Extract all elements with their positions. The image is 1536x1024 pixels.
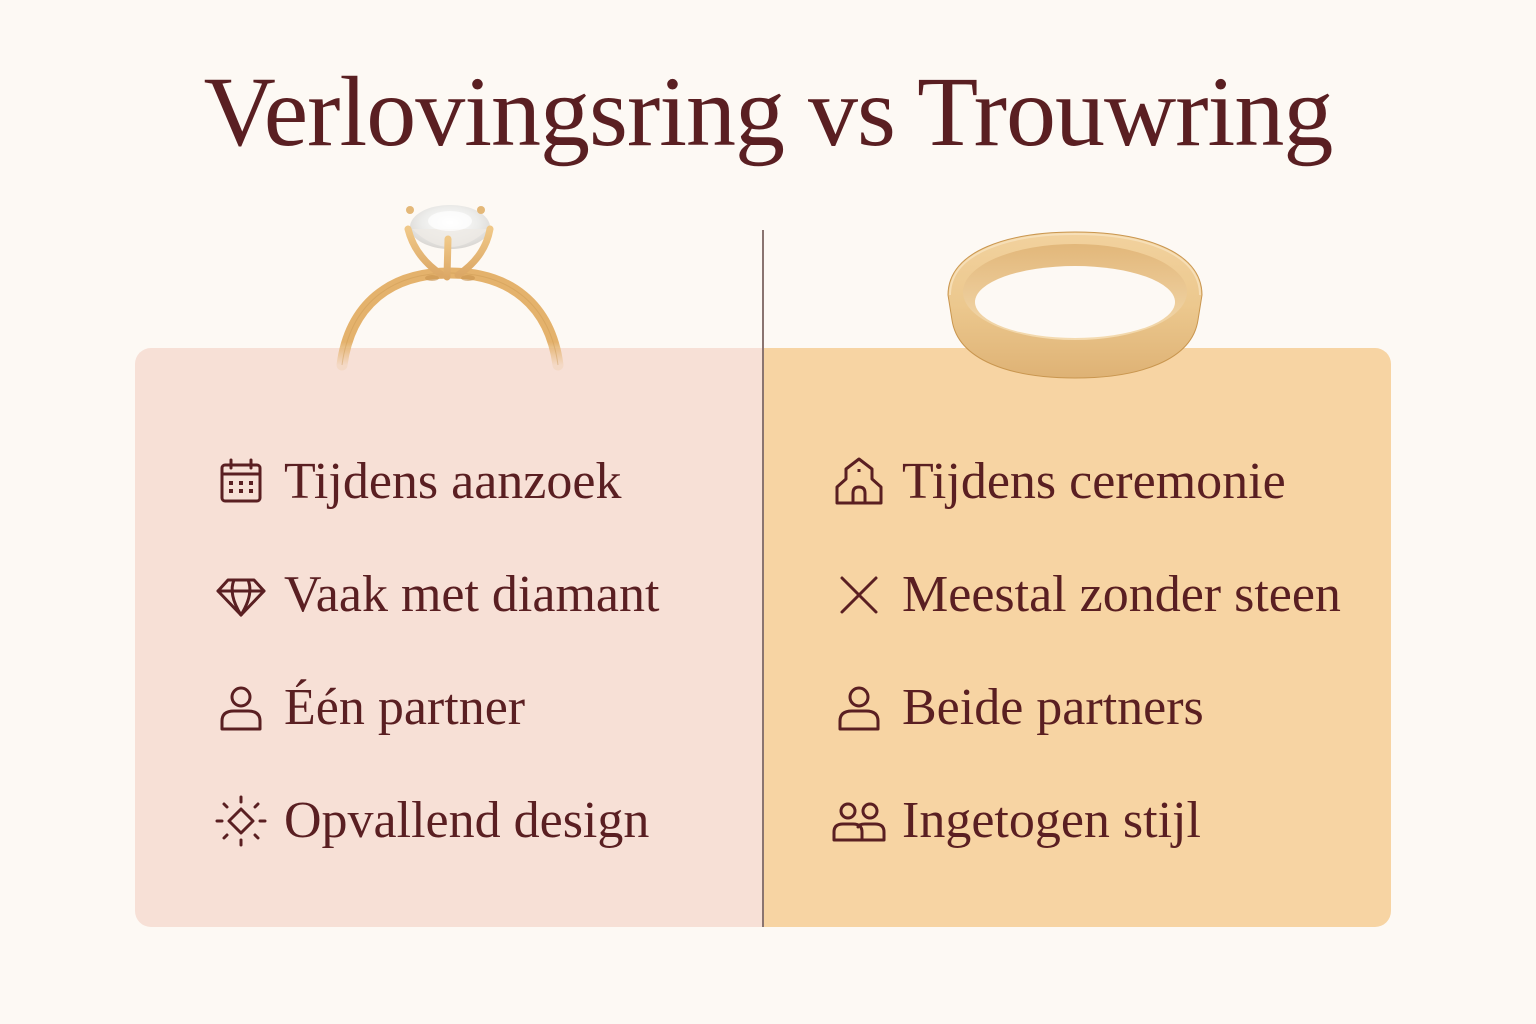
item-label: Meestal zonder steen (902, 566, 1341, 623)
engagement-ring-illustration (336, 205, 564, 371)
wedding-ring-panel (762, 348, 1391, 927)
item-label: Ingetogen stijl (902, 792, 1201, 849)
diamond-icon (214, 568, 268, 622)
two-people-icon (832, 794, 886, 848)
calendar-icon (214, 455, 268, 509)
chapel-icon (832, 455, 886, 509)
person-icon (832, 681, 886, 735)
page-title: Verlovingsring vs Trouwring (203, 56, 1334, 167)
x-icon (832, 568, 886, 622)
item-label: Tijdens ceremonie (902, 453, 1286, 510)
list-item: Vaak met diamant (214, 565, 659, 625)
column-divider (762, 230, 764, 927)
list-item: Meestal zonder steen (832, 565, 1341, 625)
item-label: Opvallend design (284, 792, 650, 849)
wedding-band-illustration (947, 231, 1203, 379)
list-item: Tijdens aanzoek (214, 452, 621, 512)
list-item: Ingetogen stijl (832, 791, 1201, 851)
list-item: Tijdens ceremonie (832, 452, 1286, 512)
list-item: Opvallend design (214, 791, 649, 851)
item-label: Tijdens aanzoek (284, 453, 622, 510)
sparkle-diamond-icon (214, 794, 268, 848)
item-label: Vaak met diamant (284, 566, 660, 623)
list-item: Beide partners (832, 678, 1204, 738)
person-icon (214, 681, 268, 735)
list-item: Één partner (214, 678, 525, 738)
item-label: Één partner (284, 679, 526, 736)
item-label: Beide partners (902, 679, 1204, 736)
